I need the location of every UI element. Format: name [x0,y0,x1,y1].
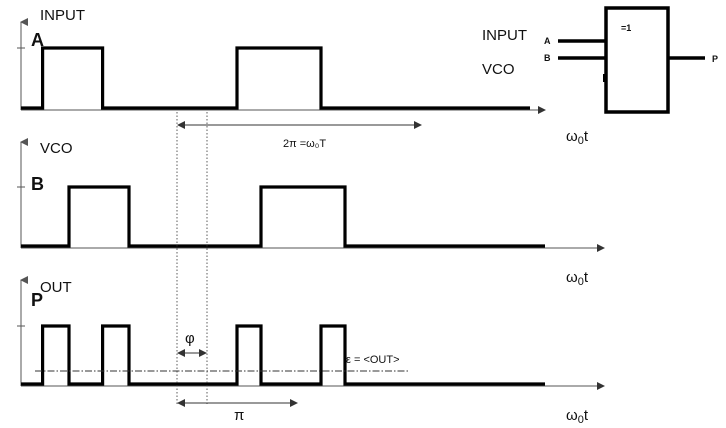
average-label: ε = <OUT> [346,354,400,366]
input-axis-label: ω0t [566,128,589,147]
gate-pin-a: A [544,36,551,46]
xor-gate-symbol: INPUT VCO A B =1 P [482,6,718,114]
input-waveform [21,46,530,110]
out-axis-label: ω0t [566,407,589,423]
half-period-dimension: π [177,399,298,424]
gate-input-a-label: INPUT [482,27,527,44]
gate-pin-b: B [544,53,551,63]
vco-letter: B [31,174,44,194]
gate-input-b-label: VCO [482,61,515,78]
panel-vco: VCO B ω0t [17,138,605,288]
gate-symbol-label: =1 [621,23,631,33]
phase-label: φ [185,330,195,347]
vco-waveform [21,185,545,248]
vco-axis-label: ω0t [566,269,589,288]
input-title: INPUT [40,7,85,24]
vco-title: VCO [40,140,73,157]
half-period-label: π [234,407,244,423]
gate-body [604,6,670,114]
period-dimension: 2π =ω₀T [177,121,422,150]
out-waveform [21,324,545,386]
panel-input: INPUT A ω0t [17,7,589,147]
input-letter: A [31,30,44,50]
panel-out: OUT P ε = <OUT> ω0t [17,276,605,426]
gate-pin-out: P [712,54,718,64]
phase-dimension: φ [177,330,207,357]
period-label: 2π =ω₀T [283,138,326,150]
out-title: OUT [40,279,72,296]
out-letter: P [31,290,43,310]
